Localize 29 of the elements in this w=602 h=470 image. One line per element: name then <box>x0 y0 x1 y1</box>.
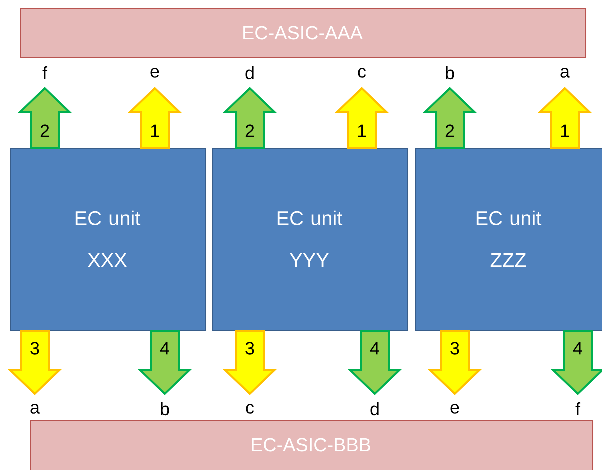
block-arrow <box>222 87 278 149</box>
unit-box: EC unit YYY <box>212 148 408 332</box>
block-arrow <box>222 330 278 396</box>
arrow-number: 3 <box>30 342 40 355</box>
arrow-number: 2 <box>40 124 50 138</box>
arrow-number: 1 <box>561 124 570 138</box>
block-arrow <box>538 87 592 149</box>
block-arrow <box>428 330 482 396</box>
chip-bar: EC-ASIC-AAA <box>20 8 586 58</box>
arrow-number: 4 <box>573 342 582 355</box>
block-arrow <box>348 330 402 396</box>
arrow-number: 2 <box>446 124 454 138</box>
block-arrow <box>334 87 390 149</box>
block-arrow <box>128 87 182 149</box>
chip-bar: EC-ASIC-BBB <box>30 420 594 470</box>
arrow-number: 4 <box>160 342 170 355</box>
arrow-number: 4 <box>370 342 380 355</box>
block-arrow <box>422 87 478 149</box>
block-arrow <box>550 330 602 396</box>
arrow-number: 1 <box>151 124 160 138</box>
arrow-number: 3 <box>246 342 254 355</box>
block-arrow <box>18 87 72 149</box>
unit-box: EC unit XXX <box>10 148 206 332</box>
arrow-number: 2 <box>246 124 254 138</box>
block-arrow <box>8 330 62 396</box>
arrow-number: 1 <box>358 124 366 138</box>
arrow-number: 3 <box>450 342 460 355</box>
unit-box: EC unit ZZZ <box>415 148 602 332</box>
block-arrow <box>138 330 192 396</box>
